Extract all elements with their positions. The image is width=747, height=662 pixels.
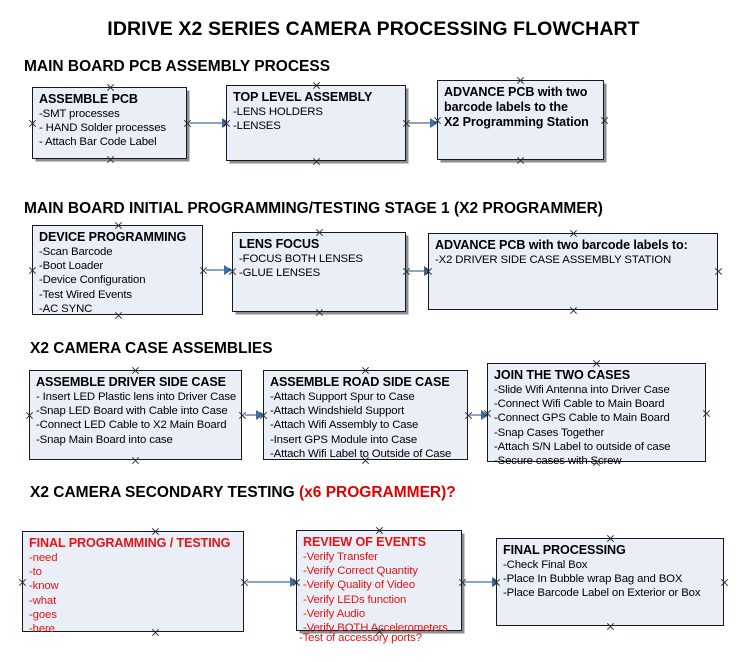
node-line: -Secure cases with Screw: [494, 455, 622, 468]
node-final-programming-testing[interactable]: FINAL PROGRAMMING / TESTING -need -to -k…: [22, 531, 244, 635]
arrow-shaft: [245, 414, 257, 416]
node-line: -Snap Cases Together: [494, 426, 605, 439]
node-line: -X2 DRIVER SIDE CASE ASSEMBLY STATION: [435, 254, 672, 266]
node-line: X2 Programming Station: [444, 115, 589, 129]
node-line: -goes: [29, 608, 57, 621]
arrow-shaft: [190, 122, 223, 124]
node-advance-pcb-driver-side[interactable]: ADVANCE PCB with two barcode labels to: …: [428, 233, 718, 310]
node-title: REVIEW OF EVENTS: [303, 535, 426, 549]
node-line: -here: [29, 623, 55, 636]
node-title: ADVANCE PCB with two barcode labels to:: [435, 238, 688, 252]
node-line: -Scan Barcode: [39, 246, 113, 258]
arrow-head-icon: [290, 577, 298, 587]
node-title: ASSEMBLE PCB: [39, 92, 138, 106]
node-line: -Verify BOTH Accelerometers: [303, 622, 448, 635]
node-title: TOP LEVEL ASSEMBLY: [233, 90, 373, 104]
section-heading-4-main: X2 CAMERA SECONDARY TESTING: [30, 484, 299, 501]
section-heading-4: X2 CAMERA SECONDARY TESTING (x6 PROGRAMM…: [30, 484, 456, 502]
node-line: -SMT processes: [39, 108, 120, 120]
node-title: JOIN THE TWO CASES: [494, 368, 631, 382]
section-heading-4-accent: (x6 PROGRAMMER)?: [299, 484, 456, 501]
node-line: -Verify Transfer: [303, 551, 378, 563]
node-line: -Verify Audio: [303, 607, 365, 620]
node-line: -LENSES: [233, 120, 281, 133]
node-line: -need: [29, 552, 58, 564]
arrow-shaft: [247, 581, 291, 583]
node-line: -to: [29, 566, 42, 579]
node-review-of-events[interactable]: REVIEW OF EVENTS -Verify Transfer -Verif…: [296, 530, 462, 634]
node-top-level-assembly[interactable]: TOP LEVEL ASSEMBLY -LENS HOLDERS -LENSES: [226, 85, 406, 161]
node-title: FINAL PROGRAMMING / TESTING: [29, 536, 231, 550]
node-line: -Place Barcode Label on Exterior or Box: [503, 587, 701, 600]
arrow-connector: [408, 118, 438, 128]
node-assemble-driver-side-case[interactable]: ASSEMBLE DRIVER SIDE CASE - Insert LED P…: [29, 370, 242, 460]
node-join-the-two-cases[interactable]: JOIN THE TWO CASES -Slide Wifi Antenna i…: [487, 363, 706, 467]
arrow-head-icon: [224, 265, 232, 275]
arrow-connector: [247, 577, 298, 587]
node-line: -Attach Wifi Label to Outside of Case: [270, 447, 452, 460]
node-line: -Snap Main Board into case: [36, 433, 173, 446]
node-line: -what: [29, 594, 57, 607]
section-heading-2: MAIN BOARD INITIAL PROGRAMMING/TESTING S…: [24, 200, 603, 217]
arrow-shaft: [470, 414, 482, 416]
node-device-programming[interactable]: DEVICE PROGRAMMING -Scan Barcode -Boot L…: [32, 225, 203, 315]
arrow-shaft: [464, 581, 493, 583]
node-title: LENS FOCUS: [239, 237, 320, 251]
node-assemble-road-side-case[interactable]: ASSEMBLE ROAD SIDE CASE -Attach Support …: [263, 370, 468, 460]
arrow-head-icon: [256, 410, 264, 420]
node-line: -Verify Correct Quantity: [303, 565, 418, 578]
node-advance-pcb-programming-station[interactable]: ADVANCE PCB with two barcode labels to t…: [437, 80, 604, 160]
node-title: DEVICE PROGRAMMING: [39, 230, 187, 244]
node-assemble-pcb[interactable]: ASSEMBLE PCB -SMT processes - HAND Solde…: [32, 87, 187, 159]
node-line: -Verify LEDs function: [303, 593, 407, 606]
node-line: -Device Configuration: [39, 274, 146, 287]
node-final-processing[interactable]: FINAL PROCESSING -Check Final Box -Place…: [496, 538, 724, 626]
section-heading-1: MAIN BOARD PCB ASSEMBLY PROCESS: [24, 58, 331, 75]
node-title: ADVANCE PCB with two: [444, 85, 588, 99]
node-line: -Connect LED Cable to X2 Main Board: [36, 419, 227, 432]
arrow-head-icon: [430, 118, 438, 128]
node-line: -FOCUS BOTH LENSES: [239, 253, 363, 265]
node-line: - Insert LED Plastic lens into Driver Ca…: [36, 391, 237, 403]
page-title: IDRIVE X2 SERIES CAMERA PROCESSING FLOWC…: [107, 18, 640, 40]
section-heading-3: X2 CAMERA CASE ASSEMBLIES: [30, 340, 273, 357]
node-line: -Attach Support Spur to Case: [270, 391, 415, 403]
node-line: -know: [29, 580, 59, 593]
node-line: -Insert GPS Module into Case: [270, 433, 418, 446]
node-line: - Attach Bar Code Label: [39, 136, 157, 149]
arrow-connector: [470, 410, 489, 420]
node-line: -Test Wired Events: [39, 288, 132, 301]
arrow-shaft: [206, 269, 225, 271]
node-line: -Attach Windshield Support: [270, 405, 405, 418]
node-overflow-line: -Test of accessory ports?: [299, 632, 422, 644]
arrow-connector: [206, 265, 232, 275]
node-lens-focus[interactable]: LENS FOCUS -FOCUS BOTH LENSES -GLUE LENS…: [232, 232, 406, 312]
node-line: -Slide Wifi Antenna into Driver Case: [494, 384, 670, 396]
node-line: -Connect Wifi Cable to Main Board: [494, 398, 665, 411]
node-line: -Check Final Box: [503, 559, 588, 571]
node-line: barcode labels to the: [444, 100, 568, 114]
node-line: -Attach S/N Label to outside of case: [494, 440, 671, 453]
node-line: -Connect GPS Cable to Main Board: [494, 412, 670, 425]
arrow-connector: [245, 410, 264, 420]
node-title: ASSEMBLE ROAD SIDE CASE: [270, 375, 450, 389]
node-line: -AC SYNC: [39, 302, 93, 315]
arrow-shaft: [408, 122, 431, 124]
node-line: -LENS HOLDERS: [233, 106, 323, 118]
node-line: -Boot Loader: [39, 260, 104, 273]
node-line: -Place In Bubble wrap Bag and BOX: [503, 573, 683, 586]
arrow-connector: [190, 118, 230, 128]
node-title: FINAL PROCESSING: [503, 543, 626, 557]
arrow-shaft: [408, 270, 425, 272]
node-line: -Attach Wifi Assembly to Case: [270, 419, 419, 432]
node-title: ASSEMBLE DRIVER SIDE CASE: [36, 375, 226, 389]
arrow-connector: [464, 577, 500, 587]
node-line: -Verify Quality of Video: [303, 579, 416, 592]
node-line: -Snap LED Board with Cable into Case: [36, 405, 228, 418]
node-line: - HAND Solder processes: [39, 122, 166, 135]
arrow-head-icon: [481, 410, 489, 420]
node-line: -GLUE LENSES: [239, 267, 321, 280]
